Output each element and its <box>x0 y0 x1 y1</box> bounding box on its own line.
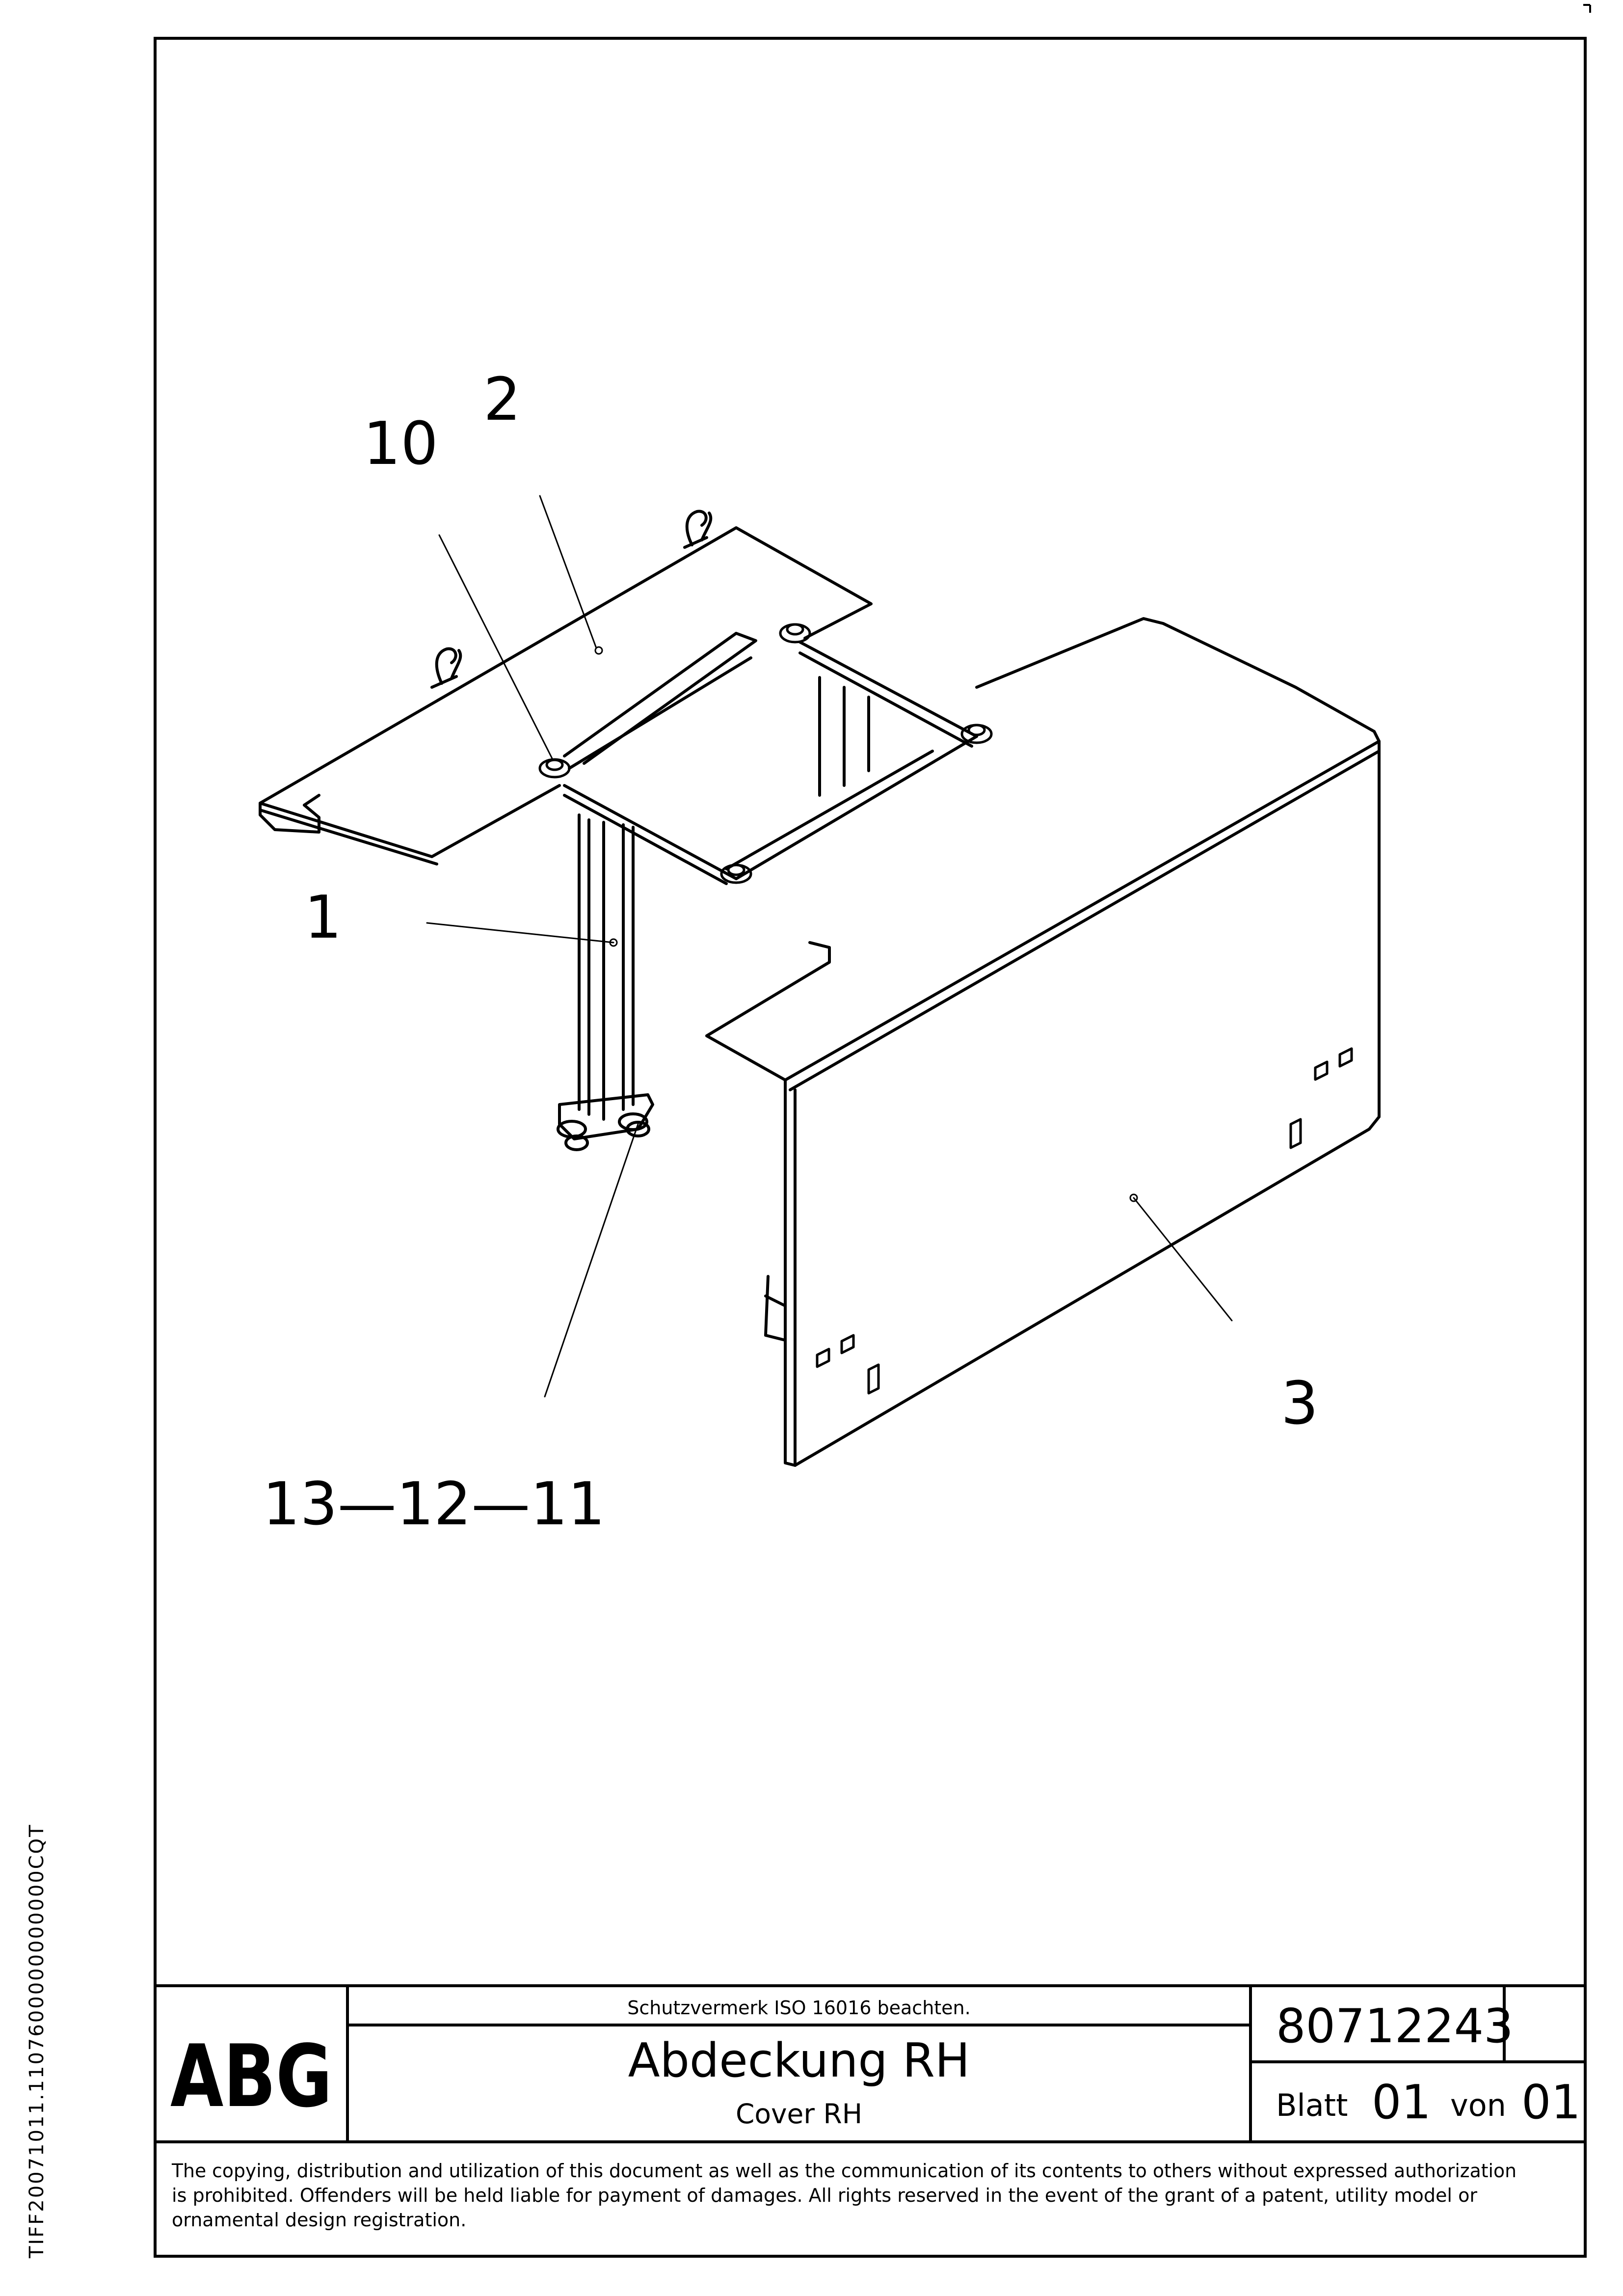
leader-lines <box>426 495 1233 1398</box>
side-document-code: TIFF20071011.1107600000000000CQT <box>26 1823 48 2258</box>
company-logo: ABG <box>170 2027 332 2127</box>
title-block <box>155 1984 1585 2143</box>
hook-clip-left <box>430 647 462 689</box>
sheet-number: 01 <box>1372 2076 1431 2130</box>
panel-slots <box>816 1047 1353 1395</box>
callout-1: 1 <box>304 884 342 952</box>
copyright-line-2: is prohibited. Offenders will be held li… <box>172 2185 1477 2206</box>
drawing-number: 80712243 <box>1276 1999 1514 2053</box>
frame-bolts <box>538 623 993 884</box>
title-german: Abdeckung RH <box>628 2034 970 2088</box>
hook-clip-right <box>683 510 713 549</box>
large-cover <box>705 617 1381 1467</box>
copyright-line-1: The copying, distribution and utilizatio… <box>171 2160 1517 2182</box>
sheet-total: 01 <box>1521 2076 1581 2130</box>
support-post <box>557 813 654 1151</box>
top-plate <box>259 526 873 865</box>
sheet-label: Blatt <box>1276 2087 1348 2123</box>
callout-10: 10 <box>363 410 438 478</box>
callout-13-12-11: 13—12—11 <box>263 1470 605 1539</box>
copyright-line-3: ornamental design registration. <box>172 2209 466 2231</box>
assembly-drawing <box>259 495 1381 1467</box>
callout-2: 2 <box>483 366 521 434</box>
of-label: von <box>1450 2087 1506 2123</box>
support-frame <box>563 632 978 885</box>
leader-dots <box>594 646 1138 1202</box>
drawing-frame <box>154 37 1587 2258</box>
protection-note: Schutzvermerk ISO 16016 beachten. <box>627 1997 970 2019</box>
callout-3: 3 <box>1281 1370 1318 1438</box>
title-english: Cover RH <box>736 2098 862 2130</box>
